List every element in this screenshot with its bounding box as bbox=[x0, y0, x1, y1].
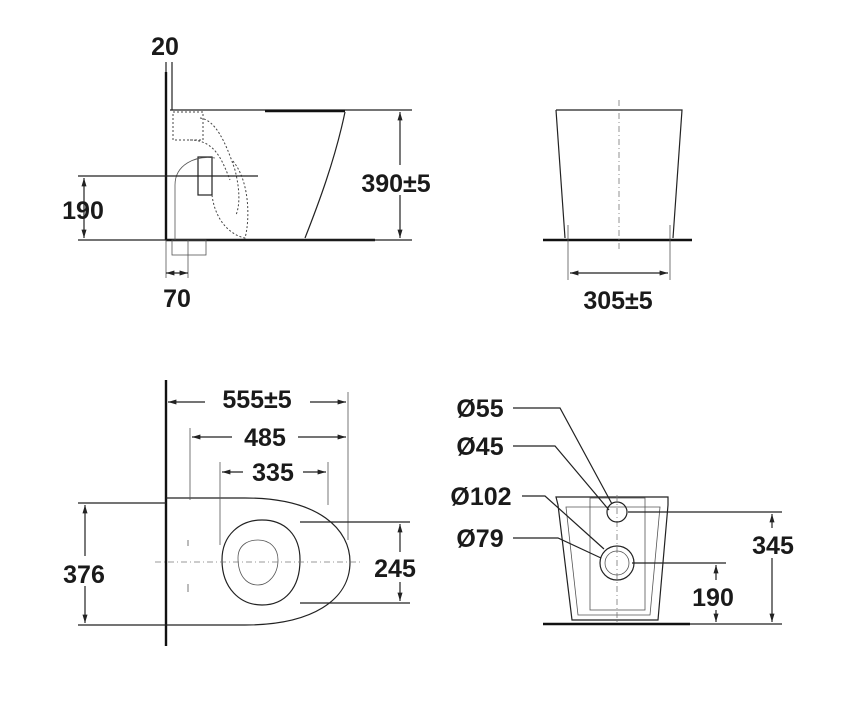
dim-outlet-height: 190 bbox=[62, 197, 104, 225]
dim-length-485: 485 bbox=[244, 424, 286, 452]
dim-width: 376 bbox=[63, 561, 105, 589]
label-d55: Ø55 bbox=[456, 395, 503, 423]
dim-back-outlet-height: 190 bbox=[692, 584, 734, 612]
dim-height: 390±5 bbox=[361, 170, 430, 198]
dim-inlet-height: 345 bbox=[752, 532, 794, 560]
label-d102: Ø102 bbox=[450, 483, 511, 511]
side-view: 20 390±5 190 70 bbox=[62, 33, 447, 313]
top-view: 555±5 485 335 376 245 bbox=[52, 380, 428, 646]
dim-outlet-offset: 70 bbox=[163, 285, 191, 313]
dim-wall-gap: 20 bbox=[151, 33, 179, 61]
dim-inner-width: 245 bbox=[374, 555, 416, 583]
back-view: Ø55 Ø45 Ø102 Ø79 345 190 bbox=[450, 395, 804, 626]
dim-overall-length: 555±5 bbox=[222, 386, 291, 414]
label-d45: Ø45 bbox=[456, 433, 503, 461]
dim-front-width: 305±5 bbox=[583, 287, 652, 315]
label-d79: Ø79 bbox=[456, 525, 503, 553]
dim-length-335: 335 bbox=[252, 459, 294, 487]
front-view: 305±5 bbox=[543, 100, 692, 315]
